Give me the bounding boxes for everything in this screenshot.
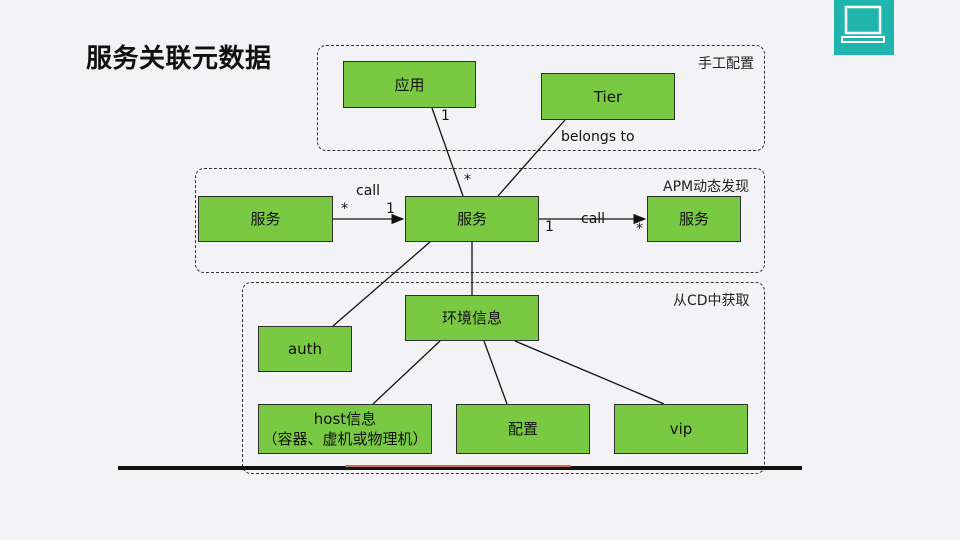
- label-right-many: *: [636, 221, 643, 237]
- node-host-line1: host信息: [313, 410, 377, 428]
- label-app-many: *: [464, 172, 471, 188]
- group-manual-label: 手工配置: [698, 56, 754, 72]
- group-cd: [242, 282, 765, 474]
- label-right-one: 1: [545, 219, 554, 235]
- node-host: host信息 （容器、虚机或物理机）: [258, 404, 432, 454]
- node-host-line2: （容器、虚机或物理机）: [262, 430, 428, 448]
- label-left-one: 1: [386, 201, 395, 217]
- node-tier: Tier: [541, 73, 675, 120]
- label-left-many: *: [341, 201, 348, 217]
- node-env: 环境信息: [405, 295, 539, 341]
- edge-app-service: [431, 107, 464, 197]
- node-service-right: 服务: [647, 196, 741, 242]
- label-call-right: call: [581, 211, 606, 227]
- monitor-icon: [841, 5, 885, 43]
- node-config: 配置: [456, 404, 590, 454]
- group-cd-label: 从CD中获取: [673, 293, 750, 309]
- edge-env-config: [483, 340, 508, 405]
- page-title: 服务关联元数据: [86, 44, 272, 74]
- edge-service-auth: [332, 241, 431, 327]
- node-service-left: 服务: [198, 196, 333, 242]
- edge-env-vip: [514, 340, 665, 405]
- edge-env-host: [372, 340, 441, 405]
- group-manual: [317, 45, 765, 151]
- edge-tier-service: [497, 119, 566, 197]
- group-apm-label: APM动态发现: [663, 179, 750, 195]
- corner-badge: [834, 0, 894, 55]
- bottom-bar-highlight: [345, 465, 571, 467]
- label-belongs-to: belongs to: [561, 129, 635, 145]
- group-apm: [195, 168, 765, 273]
- node-auth: auth: [258, 326, 352, 372]
- bottom-bar: [118, 466, 802, 470]
- label-call-left: call: [356, 183, 381, 199]
- node-vip: vip: [614, 404, 748, 454]
- node-app: 应用: [343, 61, 476, 108]
- label-app-one: 1: [441, 108, 450, 124]
- node-service-center: 服务: [405, 196, 539, 242]
